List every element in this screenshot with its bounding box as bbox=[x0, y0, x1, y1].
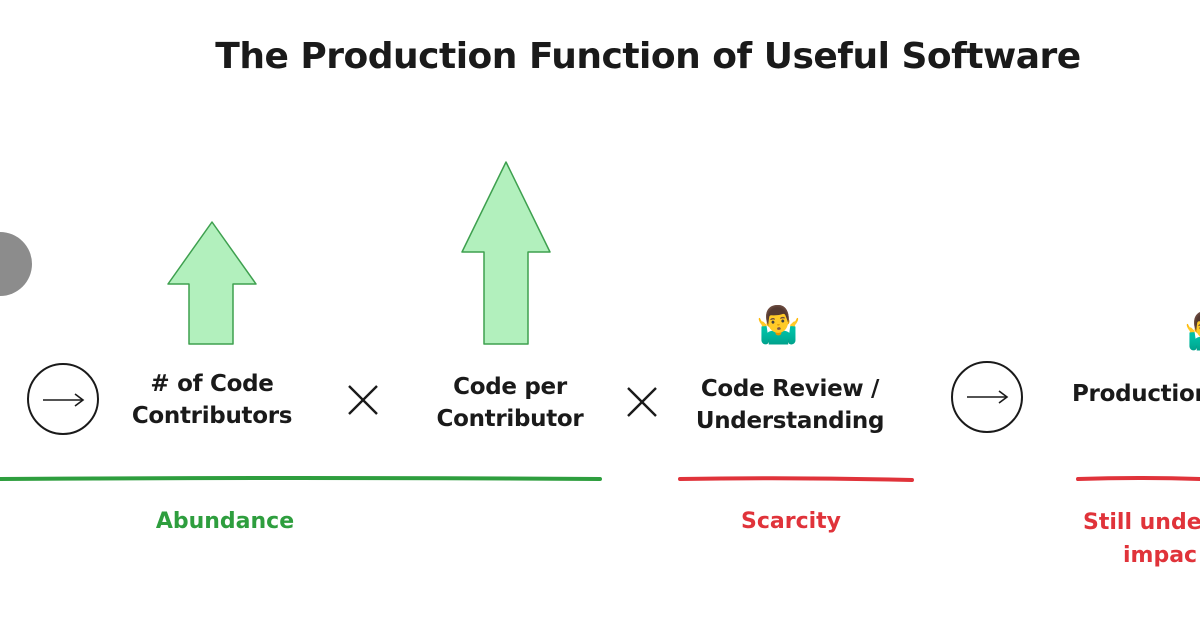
factor-code-review: Code Review / Understanding bbox=[680, 373, 900, 437]
factor-contributors-line2: Contributors bbox=[131, 403, 293, 429]
group-label-still-under-line1: Still unde bbox=[1083, 510, 1200, 535]
factor-code-per-contributor-line2: Contributor bbox=[436, 406, 584, 432]
factor-contributors-line1: # of Code bbox=[150, 371, 274, 397]
multiply-operator: × bbox=[622, 382, 662, 422]
factor-production-line1: Production bbox=[1072, 381, 1200, 407]
impact-underline bbox=[1076, 476, 1200, 481]
up-arrow-icon bbox=[461, 161, 551, 345]
arrow-right-circle-icon bbox=[27, 363, 99, 435]
factor-code-review-line2: Understanding bbox=[695, 408, 885, 434]
arrow-right-circle-icon bbox=[951, 361, 1023, 433]
factor-code-per-contributor: Code per Contributor bbox=[410, 371, 610, 435]
factor-code-per-contributor-line1: Code per bbox=[453, 374, 567, 400]
group-label-scarcity: Scarcity bbox=[740, 509, 842, 534]
group-label-still-under: Still unde impac bbox=[1083, 506, 1200, 572]
factor-contributors: # of Code Contributors bbox=[112, 368, 312, 432]
factor-production: Production bbox=[1072, 378, 1200, 410]
up-arrow-icon bbox=[167, 221, 257, 345]
group-label-still-under-line2: impac bbox=[1123, 543, 1198, 568]
factor-code-review-line1: Code Review / bbox=[700, 376, 880, 402]
diagram-title: The Production Function of Useful Softwa… bbox=[215, 36, 1081, 77]
abundance-underline bbox=[0, 476, 602, 481]
multiply-operator: × bbox=[343, 380, 383, 420]
shrug-emoji: 🤷‍♂️ bbox=[1184, 312, 1200, 352]
shrug-emoji: 🤷‍♂️ bbox=[756, 305, 801, 346]
group-label-abundance: Abundance bbox=[155, 509, 295, 534]
scarcity-underline bbox=[678, 476, 914, 482]
